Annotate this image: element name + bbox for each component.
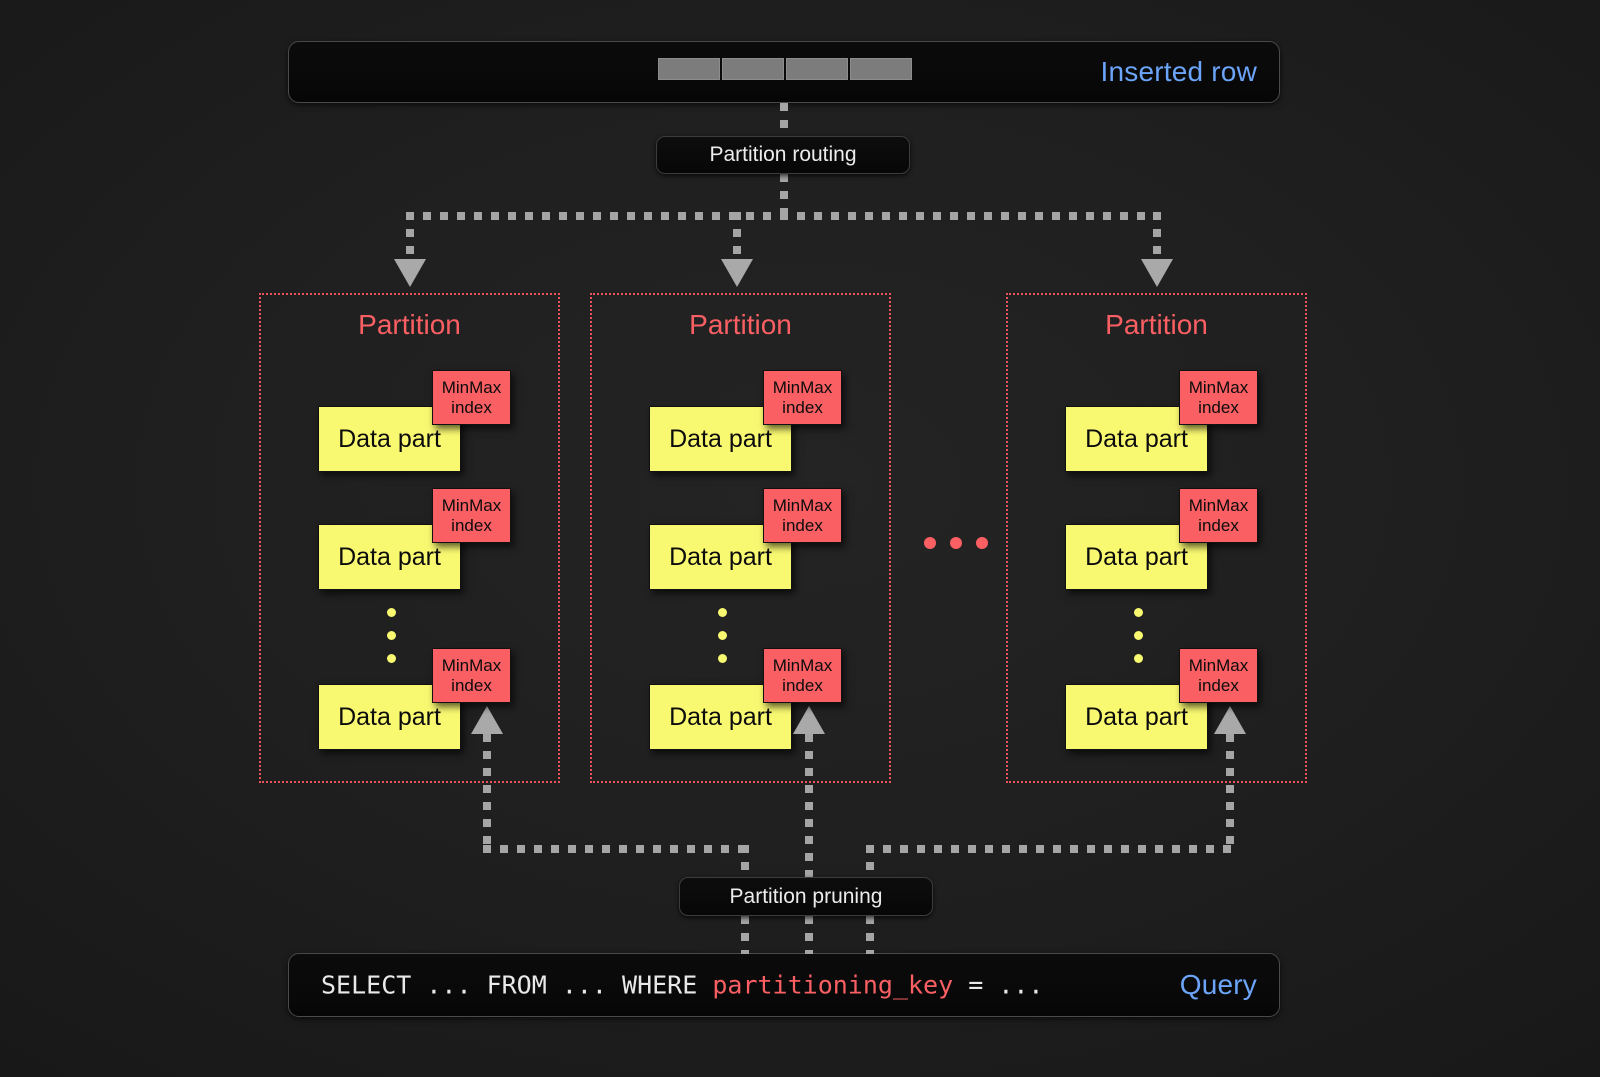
partition-routing-label: Partition routing xyxy=(709,143,857,166)
data-part-group: Data part MinMax index xyxy=(1065,648,1305,752)
minmax-index-box[interactable]: MinMax index xyxy=(432,488,511,543)
row-cell xyxy=(850,58,912,80)
arrow-down-icon-p2 xyxy=(721,259,753,287)
data-part-group: Data part MinMax index xyxy=(649,648,889,752)
minmax-line-1: MinMax xyxy=(441,377,502,397)
vertical-ellipsis xyxy=(1134,608,1143,663)
connector-pruning-to-query-right xyxy=(866,916,874,954)
ellipsis-dot xyxy=(718,654,727,663)
minmax-line-2: index xyxy=(782,397,823,417)
connector-row-to-routing xyxy=(780,103,788,138)
ellipsis-dot xyxy=(1134,631,1143,640)
query-bar: SELECT ... FROM ... WHERE partitioning_k… xyxy=(288,953,1280,1017)
minmax-index-box[interactable]: MinMax index xyxy=(1179,648,1258,703)
connector-pruning-bus-right xyxy=(866,845,1234,853)
minmax-line-1: MinMax xyxy=(772,495,833,515)
minmax-line-2: index xyxy=(451,675,492,695)
minmax-line-1: MinMax xyxy=(1188,377,1249,397)
minmax-line-2: index xyxy=(1198,675,1239,695)
minmax-line-1: MinMax xyxy=(1188,495,1249,515)
partition-routing-node[interactable]: Partition routing xyxy=(656,136,910,174)
connector-pruning-to-query-mid xyxy=(805,916,813,954)
data-part-box[interactable]: Data part xyxy=(318,524,461,590)
minmax-index-box[interactable]: MinMax index xyxy=(763,488,842,543)
query-label: Query xyxy=(1179,969,1257,1000)
minmax-index-box[interactable]: MinMax index xyxy=(432,648,511,703)
data-part-group: Data part MinMax index xyxy=(1065,370,1305,474)
connector-drop-p3 xyxy=(1153,212,1161,264)
minmax-line-2: index xyxy=(782,675,823,695)
minmax-line-2: index xyxy=(1198,397,1239,417)
connector-pruning-p1 xyxy=(483,734,491,849)
connector-drop-p2 xyxy=(733,212,741,264)
ellipsis-dot xyxy=(387,608,396,617)
data-part-box[interactable]: Data part xyxy=(318,684,461,750)
minmax-line-1: MinMax xyxy=(772,377,833,397)
connector-drop-p1 xyxy=(406,212,414,264)
arrow-up-icon-p1 xyxy=(471,706,503,734)
partition-pruning-node[interactable]: Partition pruning xyxy=(679,877,933,916)
ellipsis-dot xyxy=(387,654,396,663)
partition-box-1[interactable]: Partition Data part MinMax index Data pa… xyxy=(259,293,560,783)
ellipsis-dot xyxy=(950,537,962,549)
connector-fanout-bus xyxy=(406,212,1160,220)
query-keyword: partitioning_key xyxy=(712,970,954,1000)
connector-pruning-bus-left xyxy=(483,845,749,853)
inserted-row-bar: Inserted row xyxy=(288,41,1280,103)
minmax-line-2: index xyxy=(782,515,823,535)
data-part-group: Data part MinMax index xyxy=(318,488,558,592)
ellipsis-dot xyxy=(1134,654,1143,663)
data-part-group: Data part MinMax index xyxy=(318,370,558,474)
connector-bus-drop-right xyxy=(866,845,874,881)
ellipsis-dot xyxy=(1134,608,1143,617)
partition-title: Partition xyxy=(358,309,461,340)
data-part-group: Data part MinMax index xyxy=(318,648,558,752)
minmax-index-box[interactable]: MinMax index xyxy=(1179,370,1258,425)
partitions-ellipsis xyxy=(924,537,988,549)
ellipsis-dot xyxy=(718,608,727,617)
data-part-group: Data part MinMax index xyxy=(1065,488,1305,592)
partition-title: Partition xyxy=(1105,309,1208,340)
connector-pruning-p3 xyxy=(1226,734,1234,849)
ellipsis-dot xyxy=(924,537,936,549)
minmax-index-box[interactable]: MinMax index xyxy=(763,370,842,425)
arrow-up-icon-p2 xyxy=(793,706,825,734)
arrow-down-icon-p1 xyxy=(394,259,426,287)
query-prefix: SELECT ... FROM ... WHERE xyxy=(321,970,713,1000)
minmax-index-box[interactable]: MinMax index xyxy=(432,370,511,425)
inserted-row-label: Inserted row xyxy=(1100,56,1257,87)
ellipsis-dot xyxy=(387,631,396,640)
connector-pruning-to-query-left xyxy=(741,916,749,954)
minmax-index-box[interactable]: MinMax index xyxy=(1179,488,1258,543)
arrow-down-icon-p3 xyxy=(1141,259,1173,287)
minmax-line-2: index xyxy=(451,397,492,417)
minmax-line-2: index xyxy=(1198,515,1239,535)
minmax-line-1: MinMax xyxy=(1188,655,1249,675)
row-cell xyxy=(658,58,720,80)
connector-bus-drop-left xyxy=(741,845,749,881)
data-part-group: Data part MinMax index xyxy=(649,370,889,474)
partition-pruning-label: Partition pruning xyxy=(729,884,883,908)
partition-box-3[interactable]: Partition Data part MinMax index Data pa… xyxy=(1006,293,1307,783)
minmax-line-1: MinMax xyxy=(441,495,502,515)
connector-routing-down xyxy=(780,174,788,216)
minmax-line-2: index xyxy=(451,515,492,535)
minmax-index-box[interactable]: MinMax index xyxy=(763,648,842,703)
partition-box-2[interactable]: Partition Data part MinMax index Data pa… xyxy=(590,293,891,783)
query-suffix: = ... xyxy=(953,970,1044,1000)
minmax-line-1: MinMax xyxy=(772,655,833,675)
row-cell xyxy=(786,58,848,80)
data-part-group: Data part MinMax index xyxy=(649,488,889,592)
ellipsis-dot xyxy=(718,631,727,640)
minmax-line-1: MinMax xyxy=(441,655,502,675)
ellipsis-dot xyxy=(976,537,988,549)
query-text: SELECT ... FROM ... WHERE partitioning_k… xyxy=(321,971,1043,1000)
connector-pruning-p2 xyxy=(805,734,813,879)
vertical-ellipsis xyxy=(718,608,727,663)
vertical-ellipsis xyxy=(387,608,396,663)
row-cell xyxy=(722,58,784,80)
partition-title: Partition xyxy=(689,309,792,340)
inserted-row-cells xyxy=(658,58,912,80)
arrow-up-icon-p3 xyxy=(1214,706,1246,734)
